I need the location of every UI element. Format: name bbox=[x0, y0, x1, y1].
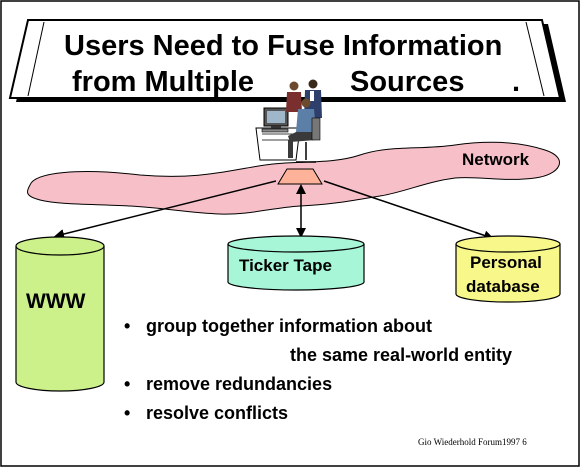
footer-credit: Gio Wiederhold Forum1997 6 bbox=[418, 437, 527, 447]
network-label: Network bbox=[462, 150, 530, 169]
ticker-tape-label: Ticker Tape bbox=[239, 256, 332, 275]
bullet-text-3: remove redundancies bbox=[146, 374, 333, 394]
title-line-2-right: Sources bbox=[350, 66, 465, 98]
bullet-text-1: group together information about bbox=[146, 316, 432, 336]
arrow-to-personal bbox=[323, 180, 494, 241]
personal-label-line-1: Personal bbox=[470, 253, 542, 272]
www-label: WWW bbox=[26, 290, 86, 313]
ticker-tape-cylinder bbox=[227, 235, 365, 291]
bullet-continuation: the same real-world entity bbox=[290, 345, 512, 366]
fusion-hub bbox=[277, 168, 323, 185]
title-line-1: Users Need to Fuse Information bbox=[64, 30, 503, 62]
www-database-cylinder bbox=[15, 236, 105, 392]
bullet-item-3: • resolve conflicts bbox=[124, 403, 288, 424]
bullet-text-2: the same real-world entity bbox=[290, 345, 513, 365]
arrow-to-www bbox=[54, 180, 277, 239]
personal-label-line-2: database bbox=[466, 277, 540, 296]
personal-database-cylinder bbox=[455, 235, 561, 303]
bullet-text-4: resolve conflicts bbox=[146, 403, 289, 423]
connection-arrows bbox=[54, 180, 494, 241]
bullet-item-1: • group together information about bbox=[124, 316, 432, 337]
bullet-symbol: • bbox=[124, 374, 131, 394]
title-banner bbox=[8, 19, 566, 102]
bullet-item-2: • remove redundancies bbox=[124, 374, 332, 395]
bullet-symbol: • bbox=[124, 316, 131, 336]
bullet-symbol: • bbox=[124, 403, 131, 423]
title-line-2-left: from Multiple bbox=[72, 66, 255, 98]
users-workstation-icon bbox=[255, 79, 322, 163]
title-line-2-end: . bbox=[512, 66, 521, 98]
